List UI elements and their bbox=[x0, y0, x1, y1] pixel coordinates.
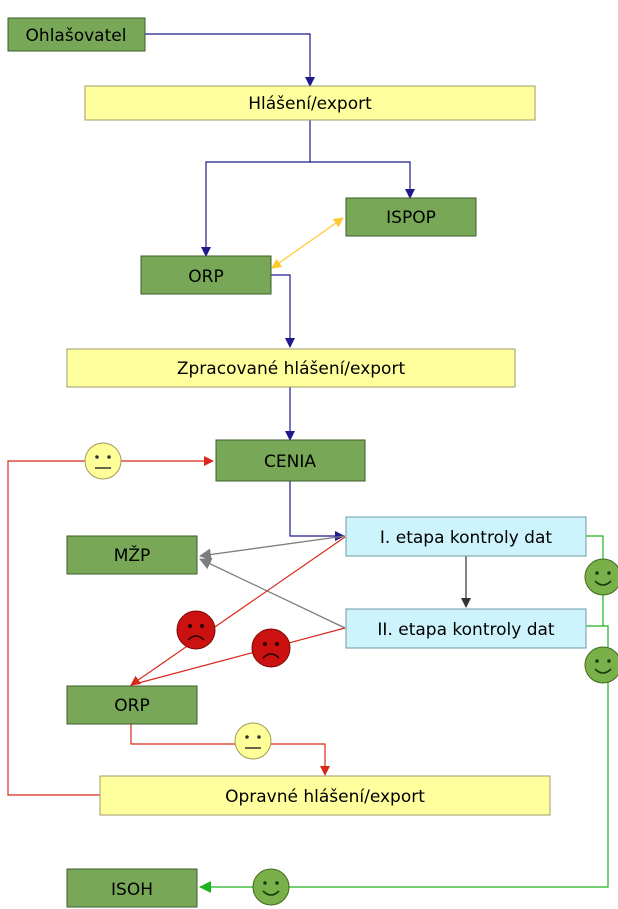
connector-orp-opravne bbox=[130, 724, 330, 776]
node-etapa1-label: I. etapa kontroly dat bbox=[380, 528, 552, 548]
connector-etapa2-right bbox=[199, 625, 609, 893]
node-orp-bottom-label: ORP bbox=[114, 696, 149, 716]
node-cenia-label: CENIA bbox=[264, 452, 316, 472]
node-ispop: ISPOP bbox=[345, 197, 477, 237]
connector-ispop-orp bbox=[271, 217, 344, 269]
connector-hlaseni-orp bbox=[201, 120, 311, 257]
node-ispop-label: ISPOP bbox=[386, 208, 436, 228]
connector-etapa2-mzp bbox=[199, 558, 346, 629]
connector-etapa1-mzp bbox=[199, 535, 346, 561]
node-cenia: CENIA bbox=[215, 439, 366, 482]
node-hlaseni-export: Hlášení/export bbox=[84, 85, 536, 121]
node-mzp: MŽP bbox=[66, 535, 198, 575]
node-opravne: Opravné hlášení/export bbox=[99, 775, 551, 816]
node-isoh: ISOH bbox=[66, 868, 198, 908]
connector-orp-zpracovane bbox=[271, 274, 295, 348]
node-orp-top: ORP bbox=[140, 255, 272, 295]
node-zpracovane: Zpracované hlášení/export bbox=[66, 348, 516, 388]
node-orp-bottom: ORP bbox=[66, 685, 198, 725]
connector-cenia-etapa1 bbox=[289, 481, 345, 541]
connector-etapa2-orp-bottom bbox=[130, 627, 346, 686]
happy-face-icon bbox=[584, 646, 618, 684]
neutral-face-icon bbox=[234, 722, 272, 760]
node-ohlasovatel: Ohlašovatel bbox=[7, 17, 146, 52]
node-ohlasovatel-label: Ohlašovatel bbox=[26, 26, 127, 46]
node-hlaseni-export-label: Hlášení/export bbox=[248, 94, 372, 114]
connector-etapa1-orp-bottom bbox=[130, 536, 346, 686]
neutral-face-icon bbox=[84, 442, 122, 480]
node-etapa2: II. etapa kontroly dat bbox=[345, 608, 587, 649]
node-zpracovane-label: Zpracované hlášení/export bbox=[177, 359, 406, 379]
node-etapa1: I. etapa kontroly dat bbox=[345, 516, 587, 557]
node-opravne-label: Opravné hlášení/export bbox=[225, 787, 425, 807]
node-etapa2-label: II. etapa kontroly dat bbox=[377, 620, 554, 640]
connector-hlaseni-ispop bbox=[310, 161, 415, 199]
connector-ohlasovatel-hlaseni bbox=[145, 33, 315, 87]
sad-face-icon bbox=[176, 610, 216, 650]
happy-face-icon bbox=[252, 868, 290, 906]
node-orp-top-label: ORP bbox=[188, 267, 223, 287]
node-isoh-label: ISOH bbox=[111, 880, 153, 900]
happy-face-icon bbox=[584, 558, 618, 596]
node-mzp-label: MŽP bbox=[114, 544, 151, 566]
sad-face-icon bbox=[251, 628, 291, 668]
connector-etapa1-right bbox=[586, 535, 604, 626]
